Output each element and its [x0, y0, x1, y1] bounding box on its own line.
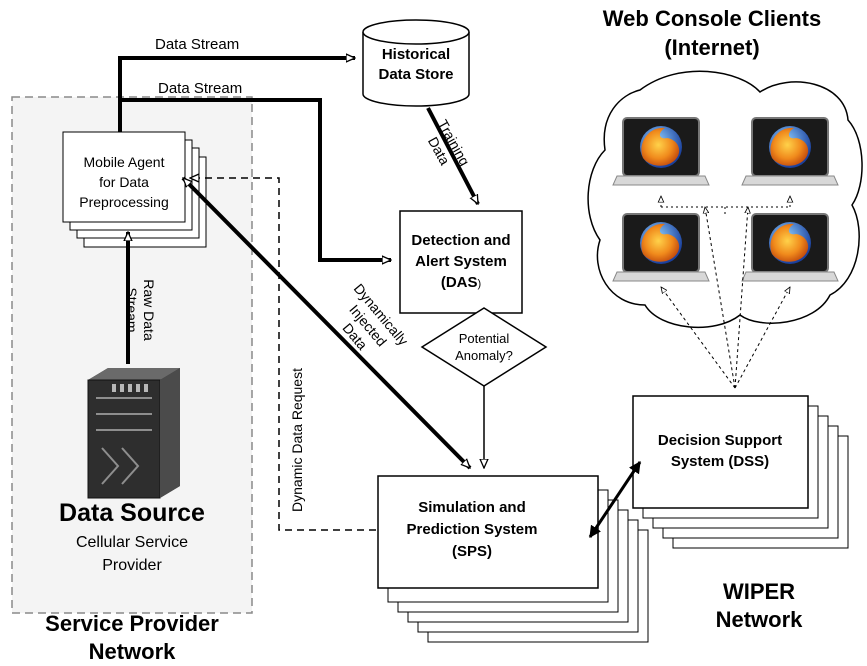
das-close-paren: ) — [478, 278, 482, 290]
data-source-sub-line1: Cellular Service — [76, 534, 188, 551]
client-to-dss-links — [661, 207, 790, 389]
data-stream-mid-label: Data Stream — [158, 80, 242, 97]
dynamic-request-label: Dynamic Data Request — [289, 368, 305, 512]
internet-cloud — [587, 70, 863, 328]
dss-stack — [632, 395, 849, 549]
mobile-agent-stack — [62, 131, 207, 248]
dynamic-injected-data-link — [181, 176, 472, 470]
wiper-network-line1: WIPER — [723, 579, 795, 604]
historical-label-line2: Data Store — [378, 66, 453, 83]
potential-label-line1: Potential — [459, 331, 510, 346]
laptop-icon — [741, 117, 839, 186]
das-label-line3: (DAS) — [441, 274, 481, 291]
anomaly-decision-diamond — [420, 307, 548, 387]
historical-label-line1: Historical — [382, 46, 450, 63]
mobile-agent-line1: Mobile Agent — [84, 154, 165, 170]
historical-data-store — [362, 19, 470, 107]
dss-label-line2: System (DSS) — [671, 453, 769, 470]
laptop-icon — [612, 213, 710, 282]
laptop-peer-links — [661, 196, 790, 214]
das-label-line1: Detection and — [411, 232, 510, 249]
raw-label-line1: Raw Data — [141, 279, 157, 341]
laptop-icon — [741, 213, 839, 282]
dss-label-line1: Decision Support — [658, 432, 782, 449]
sps-label-line1: Simulation and — [418, 499, 526, 516]
service-provider-network-line1: Service Provider — [45, 611, 219, 636]
mobile-agent-line3: Preprocessing — [79, 194, 169, 210]
sps-label-line3: (SPS) — [452, 543, 492, 560]
wiper-network-line2: Network — [716, 607, 804, 632]
laptop-icon — [612, 117, 710, 186]
raw-data-stream-label: Raw Data Stream — [124, 279, 157, 341]
sps-dss-link — [588, 461, 642, 538]
sps-label-line2: Prediction System — [407, 521, 538, 538]
das-abbrev: (DAS — [441, 274, 478, 291]
service-provider-network-line2: Network — [89, 639, 177, 664]
dynamic-data-request-link — [190, 178, 376, 531]
das-label-line2: Alert System — [415, 253, 507, 270]
raw-label-line2: Stream — [124, 287, 140, 332]
sps-stack — [377, 475, 649, 643]
potential-label-line2: Anomaly? — [455, 348, 513, 363]
web-console-title-line1: Web Console Clients — [603, 6, 821, 31]
mobile-agent-line2: for Data — [99, 174, 149, 190]
web-console-title-line2: (Internet) — [664, 35, 759, 60]
dynamically-injected-label: Dynamically Injected Data — [339, 280, 411, 353]
server-icon — [87, 368, 180, 499]
data-source-sub-line2: Provider — [102, 557, 162, 574]
data-source-title: Data Source — [59, 499, 205, 527]
data-stream-top-label: Data Stream — [155, 36, 239, 53]
training-data-label: Training Data — [425, 117, 473, 169]
